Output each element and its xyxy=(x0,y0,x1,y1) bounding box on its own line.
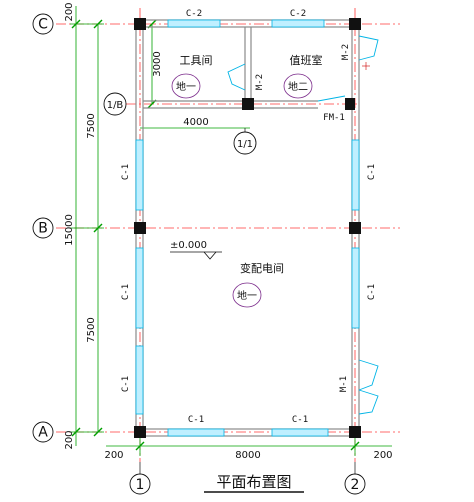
room-name-substation: 变配电间 xyxy=(240,261,284,275)
elevation-label: ±0.000 xyxy=(170,240,207,251)
dim-3000: 3000 xyxy=(152,51,163,76)
axis-label-1b: 1/B xyxy=(107,100,124,111)
floor-bubble-tool xyxy=(171,73,201,99)
axis-bubble-1b xyxy=(103,92,127,116)
label-c2-right: C-2 xyxy=(290,9,306,19)
window-c2-right xyxy=(271,19,325,28)
window-c2-left xyxy=(167,19,221,28)
elevation-marker xyxy=(170,251,222,260)
label-c1-left-bottom: C-1 xyxy=(121,376,131,392)
label-fm1: FM-1 xyxy=(323,113,345,123)
column xyxy=(134,426,146,438)
floor-label-tool: 地一 xyxy=(176,80,196,93)
door-m1-lower xyxy=(358,389,379,415)
axis-bubbles xyxy=(32,13,366,495)
axis-label-2: 2 xyxy=(351,477,360,493)
dim-right-200: 200 xyxy=(373,450,392,461)
label-m2-mid: M-2 xyxy=(255,74,265,90)
windows xyxy=(135,19,360,437)
label-c2-left: C-2 xyxy=(186,9,202,19)
dim-15000: 15000 xyxy=(64,214,75,246)
dim-8000: 8000 xyxy=(235,450,260,461)
label-c1-bottom-left: C-1 xyxy=(188,415,204,425)
door-m2-right xyxy=(358,35,379,61)
axis-bubble-a xyxy=(32,421,54,443)
floor-label-duty: 地二 xyxy=(288,80,308,93)
label-c1-bottom-right: C-1 xyxy=(292,415,308,425)
column xyxy=(349,426,361,438)
column xyxy=(349,18,361,30)
label-m2-right: M-2 xyxy=(341,44,351,60)
dim-7500-top: 7500 xyxy=(86,113,97,138)
label-c1-left-mid: C-1 xyxy=(121,284,131,300)
axis-bubble-b xyxy=(32,217,54,239)
dim-7500-bottom: 7500 xyxy=(86,317,97,342)
dim-4000: 4000 xyxy=(183,117,208,128)
axis-bubble-c xyxy=(32,13,54,35)
grid-lines xyxy=(56,8,400,462)
floor-bubbles xyxy=(171,73,313,308)
axis-label-a: A xyxy=(38,425,48,441)
column xyxy=(242,98,254,110)
window-c1-left-mid xyxy=(135,247,144,329)
label-c1-right-top: C-1 xyxy=(367,164,377,180)
doors xyxy=(227,35,379,415)
label-c1-right-mid: C-1 xyxy=(367,284,377,300)
label-c1-left-top: C-1 xyxy=(121,164,131,180)
floor-bubble-substation xyxy=(232,282,262,308)
window-c1-bottom-left xyxy=(167,428,225,437)
window-c1-left-top xyxy=(135,139,144,211)
axis-label-1: 1 xyxy=(136,477,145,493)
outer-wall-inside xyxy=(142,26,353,430)
door-m1-upper xyxy=(358,359,379,391)
floor-label-substation: 地一 xyxy=(237,289,257,302)
floor-bubble-duty xyxy=(283,73,313,99)
room-name-tool: 工具间 xyxy=(180,54,213,67)
dim-bottom-200: 200 xyxy=(64,430,75,449)
drawing-title: 平面布置图 xyxy=(216,473,291,491)
columns xyxy=(134,18,361,438)
column xyxy=(345,98,355,110)
column xyxy=(134,222,146,234)
window-c1-bottom-right xyxy=(271,428,329,437)
column xyxy=(134,18,146,30)
window-c1-right-mid xyxy=(351,247,360,329)
door-m2-mid xyxy=(227,63,246,91)
axis-label-c: C xyxy=(38,17,48,33)
dimension-ticks xyxy=(71,19,360,451)
window-c1-right-top xyxy=(351,139,360,211)
room-name-duty: 值班室 xyxy=(290,53,323,67)
door-fm1 xyxy=(317,95,346,102)
axis-label-1-1: 1/1 xyxy=(237,139,253,150)
dim-left-200: 200 xyxy=(104,450,123,461)
window-c1-left-bottom xyxy=(135,345,144,415)
label-m1: M-1 xyxy=(339,376,349,392)
column xyxy=(349,222,361,234)
dim-top-200: 200 xyxy=(64,2,75,21)
axis-label-b: B xyxy=(38,221,48,237)
